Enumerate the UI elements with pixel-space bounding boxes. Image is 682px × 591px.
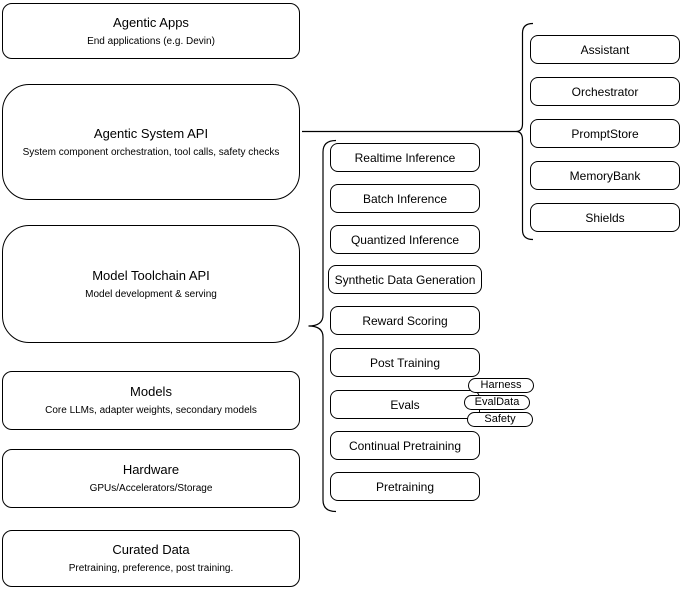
node-title: Agentic System API [93,125,209,141]
tag-harness: Harness [468,378,534,393]
node-title: Models [130,384,172,399]
node-subtitle: Model development & serving [85,288,217,300]
node-model-toolchain-api: Model Toolchain API Model development & … [2,225,300,343]
node-agentic-apps: Agentic Apps End applications (e.g. Devi… [2,3,300,59]
node-subtitle: End applications (e.g. Devin) [87,35,215,47]
node-realtime-inference: Realtime Inference [330,143,480,172]
node-models: Models Core LLMs, adapter weights, secon… [2,371,300,430]
node-batch-inference: Batch Inference [330,184,480,213]
node-title: Model Toolchain API [92,267,210,283]
node-post-training: Post Training [330,348,480,377]
node-agentic-system-api: Agentic System API System component orch… [2,84,300,200]
tag-safety: Safety [467,412,533,427]
node-hardware: Hardware GPUs/Accelerators/Storage [2,449,300,508]
node-title: Hardware [122,462,180,477]
node-synthetic-data-generation: Synthetic Data Generation [328,265,482,294]
node-assistant: Assistant [530,35,680,64]
node-title: Agentic Apps [113,14,189,30]
node-memorybank: MemoryBank [530,161,680,190]
node-reward-scoring: Reward Scoring [330,306,480,335]
node-subtitle: Pretraining, preference, post training. [68,563,234,574]
node-promptstore: PromptStore [530,119,680,148]
node-orchestrator: Orchestrator [530,77,680,106]
node-subtitle: Core LLMs, adapter weights, secondary mo… [45,405,257,416]
node-curated-data: Curated Data Pretraining, preference, po… [2,530,300,587]
node-pretraining: Pretraining [330,472,480,501]
node-title: Curated Data [112,542,190,557]
node-subtitle: System component orchestration, tool cal… [22,146,280,158]
node-evals: Evals [330,390,480,419]
node-quantized-inference: Quantized Inference [330,225,480,254]
node-shields: Shields [530,203,680,232]
node-subtitle: GPUs/Accelerators/Storage [89,483,213,494]
node-continual-pretraining: Continual Pretraining [330,431,480,460]
tag-evaldata: EvalData [464,395,530,410]
